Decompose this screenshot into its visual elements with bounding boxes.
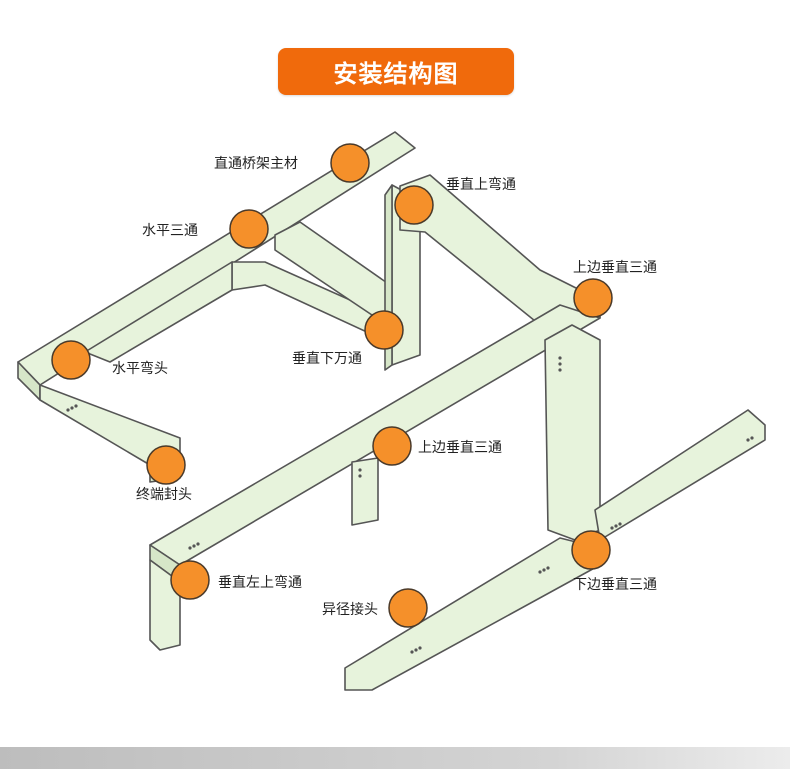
tray-middle-stub (351, 457, 379, 526)
tray-lower-diagonal (344, 537, 601, 691)
marker-vertical-up-bend (394, 185, 434, 225)
marker-lower-vertical-tee (571, 530, 611, 570)
callout-vertical-left-up-bend: 垂直左上弯通 (218, 575, 302, 591)
marker-reducer (388, 588, 428, 628)
bottom-bar (0, 747, 790, 769)
page-title: 安装结构图 (333, 60, 459, 88)
tray-inner-back (84, 261, 233, 363)
callout-horizontal-elbow: 水平弯头 (112, 361, 168, 377)
callout-upper-vertical-tee-top: 上边垂直三通 (573, 260, 657, 276)
marker-horizontal-tee (229, 209, 269, 249)
marker-straight (330, 143, 370, 183)
callout-vertical-up-bend: 垂直上弯通 (446, 177, 516, 193)
title-badge: 安装结构图 (278, 48, 514, 95)
callout-reducer: 异径接头 (322, 602, 378, 618)
callout-horizontal-tee: 水平三通 (142, 223, 198, 239)
callout-vertical-down-bend: 垂直下万通 (292, 351, 362, 367)
callout-upper-vertical-tee-mid: 上边垂直三通 (418, 440, 502, 456)
callout-straight: 直通桥架主材 (214, 156, 298, 172)
marker-upper-vertical-tee-mid (372, 426, 412, 466)
tray-lower-right-run (594, 409, 766, 541)
callout-lower-vertical-tee: 下边垂直三通 (573, 577, 657, 593)
marker-vertical-left-up-bend (170, 560, 210, 600)
marker-upper-vertical-tee-top (573, 278, 613, 318)
marker-vertical-down-bend (364, 310, 404, 350)
marker-end-cap (146, 445, 186, 485)
tray-right-riser (544, 324, 601, 541)
marker-horizontal-elbow (51, 340, 91, 380)
callout-end-cap: 终端封头 (136, 487, 192, 503)
